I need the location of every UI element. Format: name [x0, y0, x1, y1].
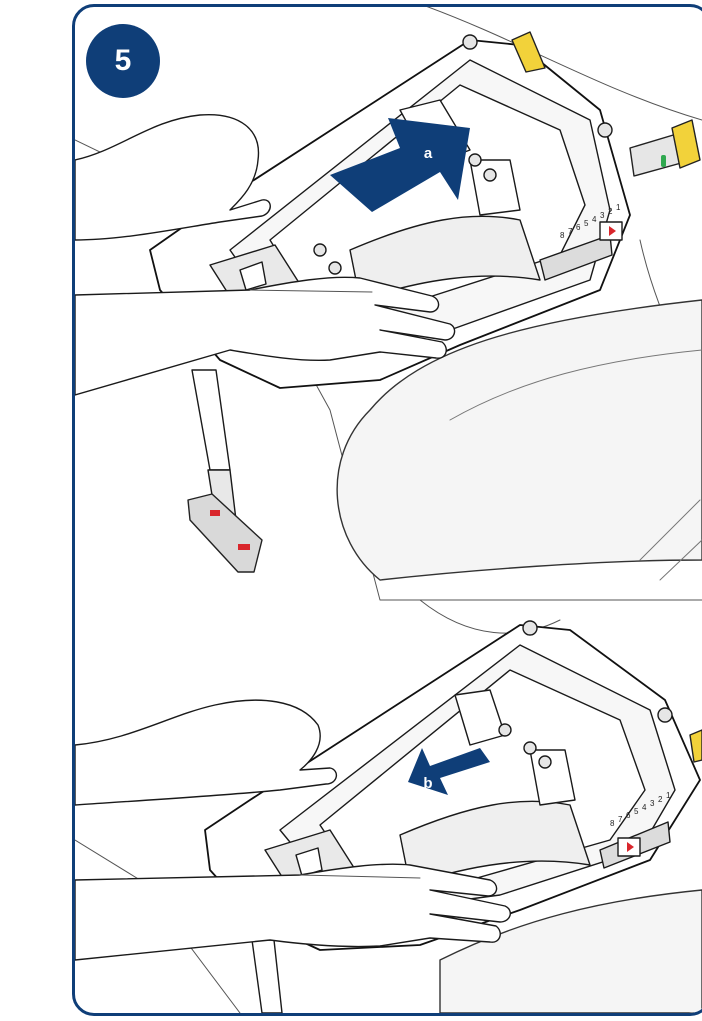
arrow-label-a: a: [424, 145, 433, 162]
svg-text:8: 8: [610, 819, 615, 828]
svg-text:5: 5: [634, 807, 639, 816]
svg-text:3: 3: [650, 799, 655, 808]
svg-text:6: 6: [626, 811, 631, 820]
svg-text:3: 3: [600, 211, 605, 220]
svg-text:5: 5: [584, 219, 589, 228]
svg-text:4: 4: [592, 215, 597, 224]
top-scene: 8 7 6 5 4 3 2 1: [75, 4, 702, 600]
svg-text:1: 1: [616, 203, 621, 212]
svg-text:7: 7: [568, 227, 573, 236]
svg-text:8: 8: [560, 231, 565, 240]
svg-text:7: 7: [618, 815, 623, 824]
svg-text:2: 2: [608, 207, 613, 216]
bottom-scene: 8 7 6 5 4 3 2 1: [75, 600, 702, 1013]
svg-text:1: 1: [666, 791, 671, 800]
svg-text:4: 4: [642, 803, 647, 812]
support-leg-icon: [188, 370, 262, 572]
svg-text:2: 2: [658, 795, 663, 804]
svg-text:6: 6: [576, 223, 581, 232]
step-number-badge: 5: [86, 24, 160, 98]
arrow-label-b: b: [423, 775, 432, 792]
